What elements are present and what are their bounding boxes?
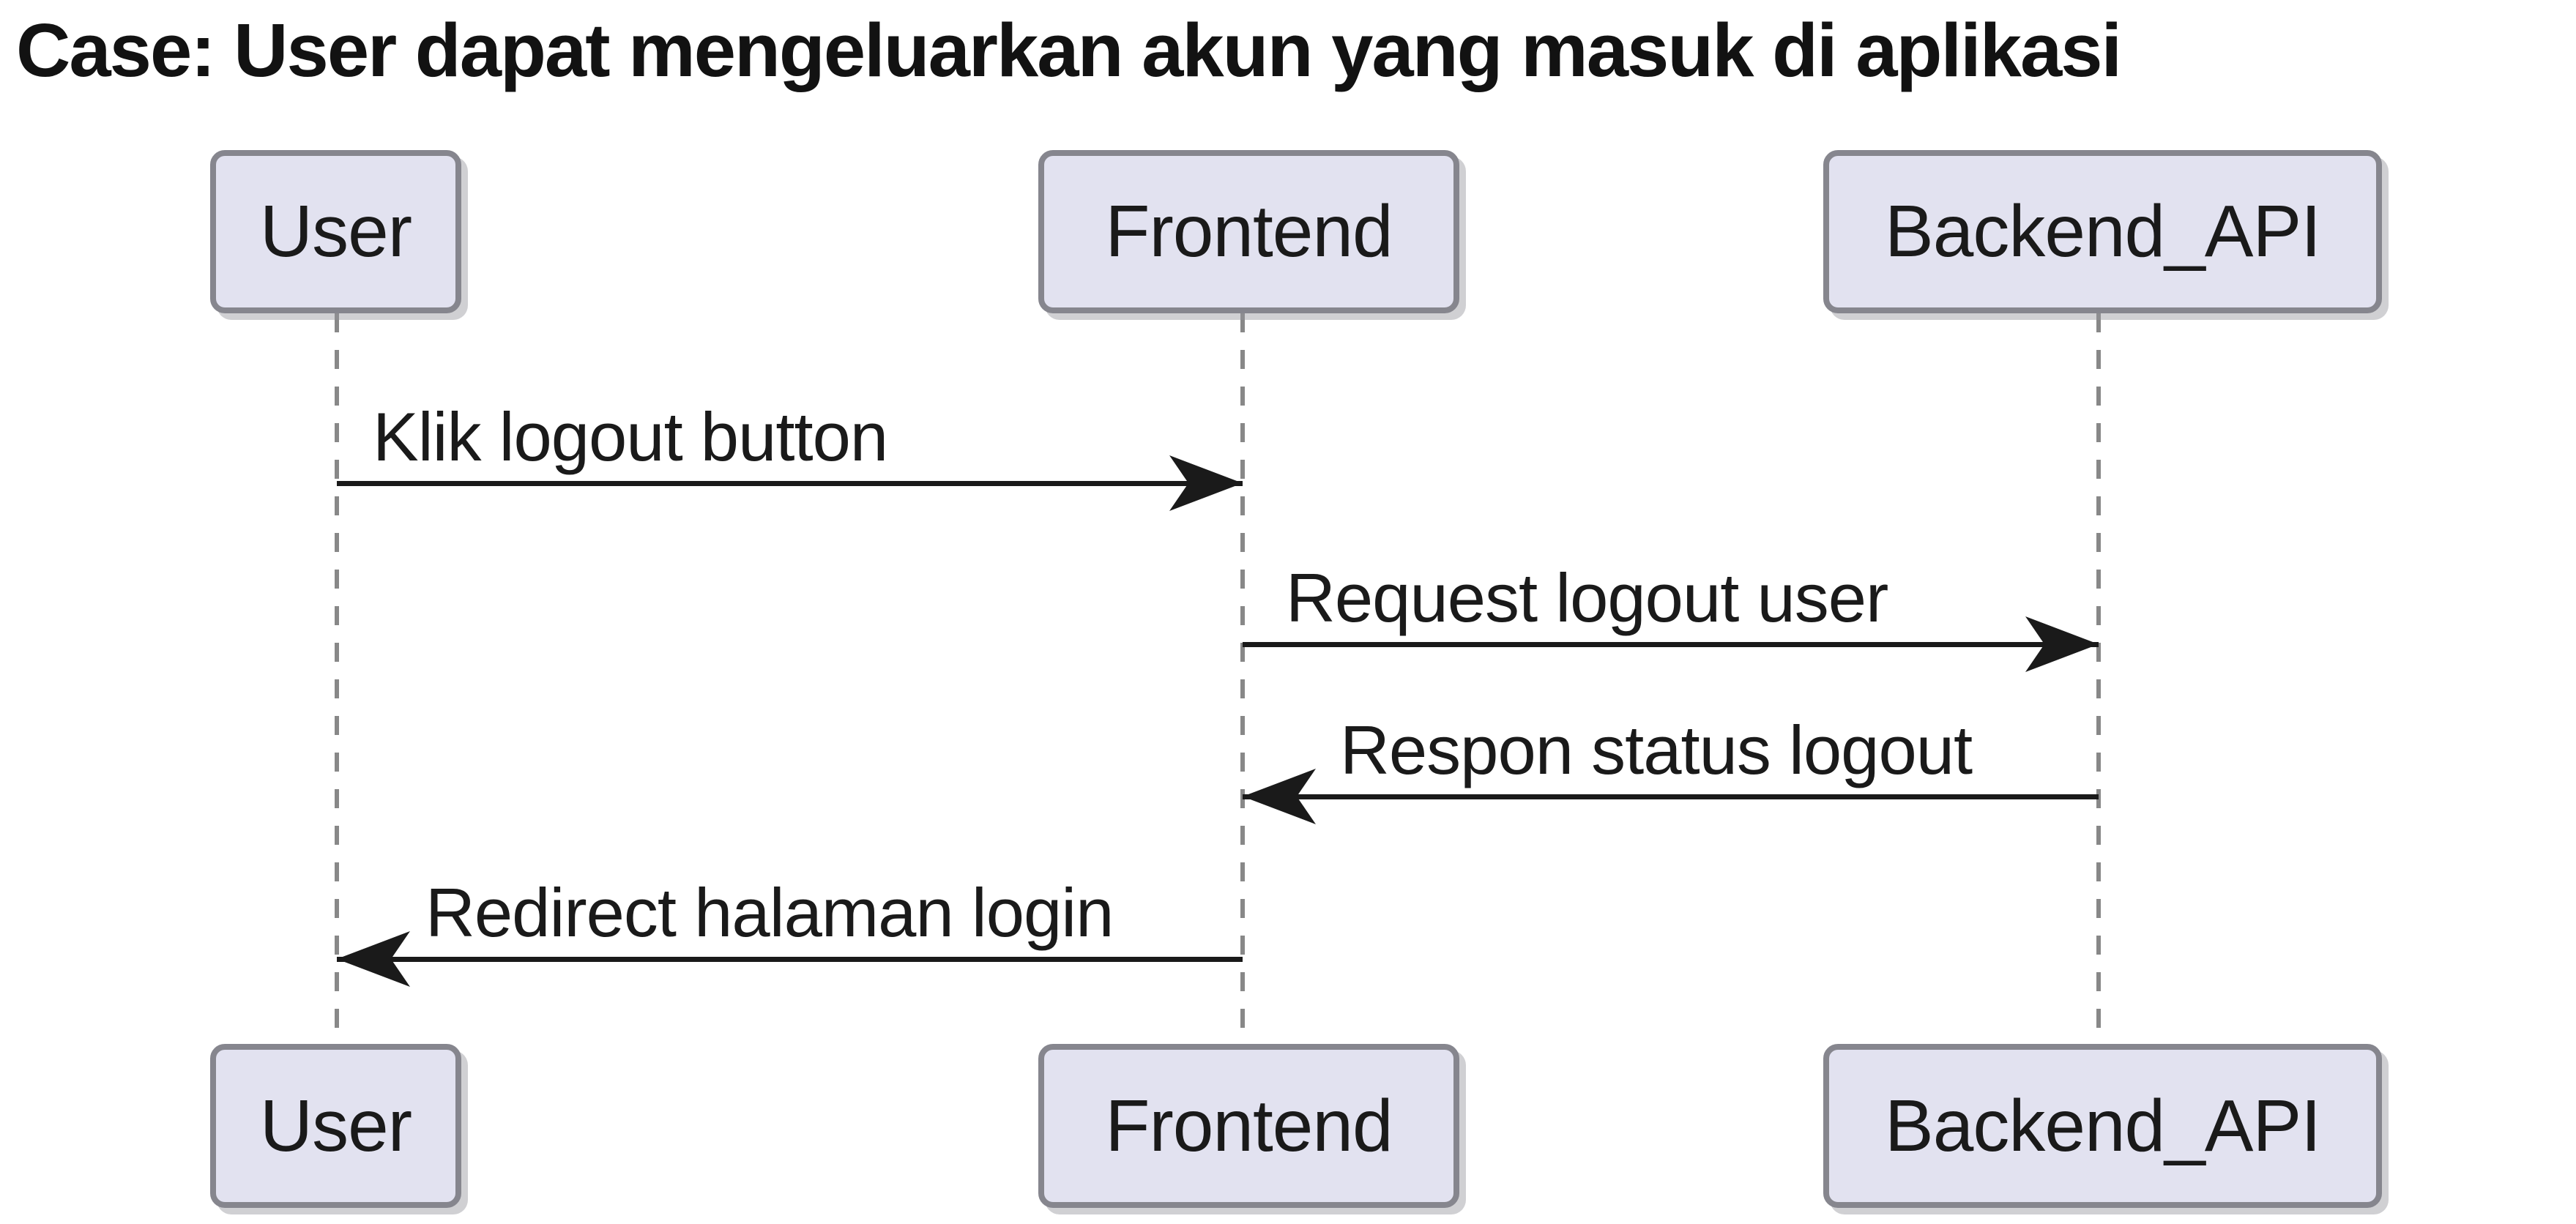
participant-box-frontend-bottom: Frontend [1038,1044,1459,1208]
arrowhead-left-icon [337,931,410,987]
participant-label-user: User [259,190,412,272]
participant-label-frontend: Frontend [1105,190,1393,272]
arrowhead-right-icon [2025,616,2099,672]
arrowhead-left-icon [1243,769,1316,824]
lifeline-backend-api [2096,313,2101,1045]
participant-box-frontend-top: Frontend [1038,150,1459,313]
participant-box-backend-api-top: Backend_API [1823,150,2382,313]
arrowhead-right-icon [1169,455,1243,511]
message-line-4 [337,957,1243,962]
message-label-klik-logout: Klik logout button [373,398,888,475]
diagram-title: Case: User dapat mengeluarkan akun yang … [16,8,2122,92]
participant-box-user-top: User [210,150,461,313]
message-line-2 [1243,642,2099,647]
message-label-redirect-login: Redirect halaman login [425,874,1114,951]
participant-label-backend-api: Backend_API [1885,190,2321,272]
participant-box-backend-api-bottom: Backend_API [1823,1044,2382,1208]
lifeline-user [335,313,339,1045]
message-label-request-logout: Request logout user [1286,559,1888,636]
participant-label-frontend: Frontend [1105,1084,1393,1167]
lifeline-frontend [1240,313,1245,1045]
message-line-3 [1243,794,2099,799]
message-line-1 [337,481,1243,486]
participant-box-user-bottom: User [210,1044,461,1208]
participant-label-user: User [259,1084,412,1167]
participant-label-backend-api: Backend_API [1885,1084,2321,1167]
message-label-respon-status: Respon status logout [1340,712,1973,788]
